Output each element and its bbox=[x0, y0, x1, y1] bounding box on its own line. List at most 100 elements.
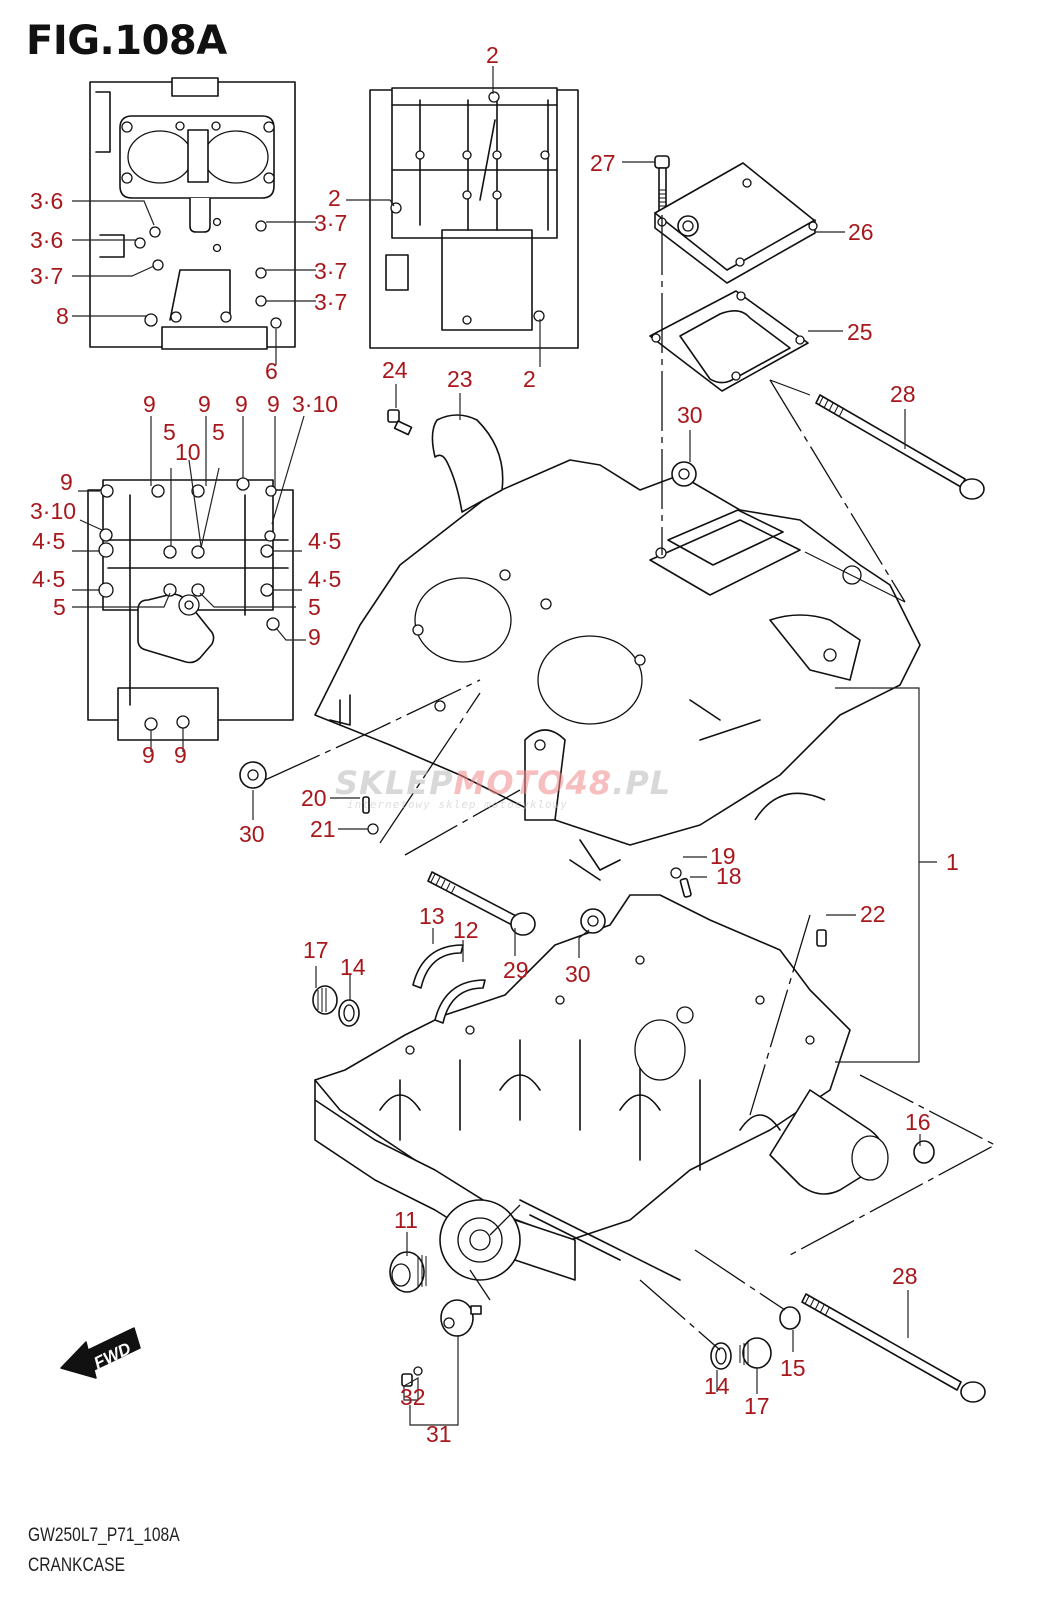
pin-20 bbox=[362, 796, 370, 814]
callout-28-a: 28 bbox=[890, 381, 916, 407]
callout-26: 26 bbox=[848, 219, 874, 245]
upper-crankcase-top-view bbox=[89, 77, 296, 350]
callout-25: 25 bbox=[847, 319, 873, 345]
washer-19 bbox=[670, 867, 682, 879]
callout-21: 21 bbox=[310, 816, 336, 842]
top-left-leaders bbox=[72, 200, 316, 365]
callout-22: 22 bbox=[860, 901, 886, 927]
bottom-left-leaders bbox=[72, 415, 306, 752]
callout-18: 18 bbox=[716, 863, 742, 889]
callout-5-b: 5 bbox=[212, 419, 225, 445]
figure-code: GW250L7_P71_108A bbox=[28, 1525, 180, 1546]
callout-9-f: 9 bbox=[308, 624, 321, 650]
washer-14-a bbox=[338, 999, 360, 1027]
callout-30-b: 30 bbox=[239, 821, 265, 847]
arrow-left-icon bbox=[60, 1327, 141, 1379]
callout-27: 27 bbox=[590, 150, 616, 176]
callout-11: 11 bbox=[394, 1207, 418, 1233]
callout-2-b: 2 bbox=[328, 185, 341, 211]
callout-3-7-c: 3·7 bbox=[314, 258, 347, 284]
callout-3-7-a: 3·7 bbox=[30, 263, 63, 289]
bolt-29 bbox=[427, 871, 536, 936]
callout-4-5-c: 4·5 bbox=[308, 528, 341, 554]
callout-14-a: 14 bbox=[340, 954, 366, 980]
washer-21 bbox=[367, 823, 379, 835]
figure-title: FIG.108A bbox=[26, 18, 227, 64]
callout-5-d: 5 bbox=[308, 594, 321, 620]
callout-4-5-b: 4·5 bbox=[32, 566, 65, 592]
callout-28-b: 28 bbox=[892, 1263, 918, 1289]
guide-23 bbox=[431, 414, 504, 513]
callout-4-5-a: 4·5 bbox=[32, 528, 65, 554]
top-middle-leaders bbox=[346, 66, 541, 367]
fwd-direction-indicator: FWD bbox=[60, 1327, 141, 1379]
lower-crankcase-bottom-view bbox=[87, 477, 294, 741]
callout-5-a: 5 bbox=[163, 419, 176, 445]
callout-4-5-d: 4·5 bbox=[308, 566, 341, 592]
nut-30-c bbox=[580, 908, 606, 934]
callout-9-h: 9 bbox=[174, 742, 187, 768]
plug-16 bbox=[913, 1140, 935, 1164]
callout-12: 12 bbox=[453, 917, 479, 943]
callout-13: 13 bbox=[419, 903, 445, 929]
callout-3-10-b: 3·10 bbox=[30, 498, 76, 524]
callout-14-b: 14 bbox=[704, 1373, 730, 1399]
thrust-washer-12 bbox=[434, 979, 486, 1024]
callout-3-7-d: 3·7 bbox=[314, 289, 347, 315]
pin-18 bbox=[679, 877, 692, 898]
callout-9-c: 9 bbox=[235, 391, 248, 417]
callout-3-6-b: 3·6 bbox=[30, 227, 63, 253]
callout-2-a: 2 bbox=[486, 42, 499, 68]
callout-9-a: 9 bbox=[143, 391, 156, 417]
washer-14-b bbox=[710, 1342, 732, 1370]
nut-30-b bbox=[239, 761, 267, 789]
gasket-25 bbox=[649, 290, 809, 392]
callout-labels: 3·6 3·6 3·7 8 3·7 3·7 3·7 6 2 2 2 9 9 9 … bbox=[30, 42, 959, 1447]
callout-29: 29 bbox=[503, 957, 529, 983]
callout-31: 31 bbox=[426, 1421, 452, 1447]
callout-10: 10 bbox=[175, 439, 201, 465]
callout-9-d: 9 bbox=[267, 391, 280, 417]
bolt-24 bbox=[387, 409, 413, 436]
callout-3-7-b: 3·7 bbox=[314, 210, 347, 236]
callout-2-c: 2 bbox=[523, 366, 536, 392]
callout-1: 1 bbox=[946, 849, 959, 875]
callout-17-b: 17 bbox=[744, 1393, 770, 1419]
plug-15 bbox=[779, 1306, 801, 1330]
callout-8: 8 bbox=[56, 303, 69, 329]
alignment-lines bbox=[264, 215, 997, 1351]
callout-9-b: 9 bbox=[198, 391, 211, 417]
callout-9-e: 9 bbox=[60, 469, 73, 495]
callout-30-a: 30 bbox=[677, 402, 703, 428]
plug-17-b bbox=[739, 1337, 772, 1369]
upper-crankcase bbox=[314, 459, 921, 881]
main-assembly-leaders bbox=[252, 161, 937, 1426]
oil-pressure-switch-31 bbox=[440, 1299, 482, 1337]
callout-32: 32 bbox=[400, 1384, 426, 1410]
lower-crankcase bbox=[314, 894, 889, 1281]
callout-6: 6 bbox=[265, 358, 278, 384]
callout-17-a: 17 bbox=[303, 937, 329, 963]
thrust-washer-13 bbox=[412, 944, 464, 989]
crankcase-underside-view bbox=[369, 87, 579, 349]
callout-20: 20 bbox=[301, 785, 327, 811]
callout-3-10-a: 3·10 bbox=[292, 391, 338, 417]
plug-22 bbox=[816, 929, 827, 947]
callout-5-c: 5 bbox=[53, 594, 66, 620]
callout-30-c: 30 bbox=[565, 961, 591, 987]
callout-9-g: 9 bbox=[142, 742, 155, 768]
callout-3-6-a: 3·6 bbox=[30, 188, 63, 214]
callout-16: 16 bbox=[905, 1109, 931, 1135]
bolt-27 bbox=[654, 155, 670, 213]
oil-filter-fitting-11 bbox=[389, 1251, 427, 1293]
callout-23: 23 bbox=[447, 366, 473, 392]
plug-17-a bbox=[312, 985, 338, 1015]
cover-26 bbox=[654, 162, 818, 284]
bolt-28-upper bbox=[815, 394, 985, 500]
callout-15: 15 bbox=[780, 1355, 806, 1381]
callout-24: 24 bbox=[382, 357, 408, 383]
nut-30-a bbox=[671, 461, 697, 487]
figure-name: CRANKCASE bbox=[28, 1555, 125, 1576]
bolt-28-lower bbox=[801, 1293, 986, 1403]
